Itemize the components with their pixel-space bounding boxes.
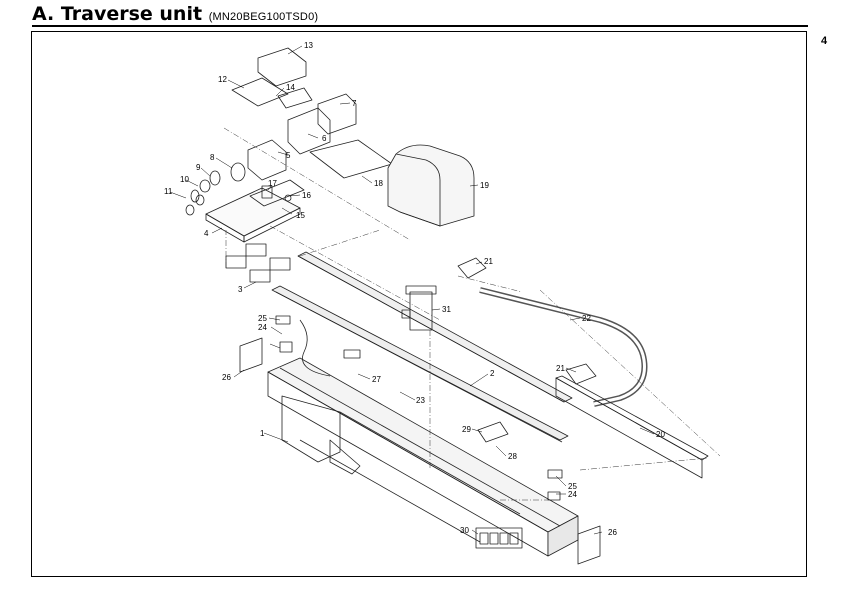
label-13: 13 <box>304 41 313 50</box>
label-23: 23 <box>416 396 425 405</box>
cover-plate-12 <box>231 77 289 107</box>
cable-chain <box>479 287 648 407</box>
label-26-left: 26 <box>222 373 231 382</box>
page-title: A. Traverse unit (MN20BEG100TSD0) <box>32 3 318 25</box>
page-number: 4 <box>821 35 828 47</box>
gear-housing <box>247 139 287 181</box>
label-21-upper: 21 <box>484 257 493 266</box>
label-25-lower: 25 <box>568 482 577 491</box>
label-17: 17 <box>268 179 277 188</box>
label-12: 12 <box>218 75 227 84</box>
label-19: 19 <box>480 181 489 190</box>
label-22: 22 <box>582 314 591 323</box>
rail-lower <box>271 285 569 441</box>
mounting-plate <box>309 139 393 179</box>
diagram-frame <box>31 31 807 577</box>
pulley <box>230 162 246 182</box>
label-25-upper: 25 <box>258 314 267 323</box>
label-24-lower: 24 <box>568 490 577 499</box>
label-31: 31 <box>442 305 451 314</box>
label-3: 3 <box>238 285 243 294</box>
label-18: 18 <box>374 179 383 188</box>
label-6: 6 <box>322 134 327 143</box>
label-11: 11 <box>164 187 173 196</box>
label-8: 8 <box>210 153 215 162</box>
stopper <box>279 341 293 353</box>
cover-plate-13 <box>257 47 307 87</box>
label-10: 10 <box>180 175 189 184</box>
title-rule <box>32 25 808 27</box>
base-leg <box>281 395 341 463</box>
label-4: 4 <box>204 229 209 238</box>
motor-cover <box>387 144 475 227</box>
rail-upper <box>297 251 573 403</box>
label-1: 1 <box>260 429 265 438</box>
label-26-right: 26 <box>608 528 617 537</box>
label-16: 16 <box>302 191 311 200</box>
label-30: 30 <box>460 526 469 535</box>
model-code: (MN20BEG100TSD0) <box>208 11 319 23</box>
label-5: 5 <box>286 151 291 160</box>
servo-motor <box>287 107 331 155</box>
display-panel <box>475 527 523 549</box>
title-text: A. Traverse unit <box>32 3 203 25</box>
label-15: 15 <box>296 211 305 220</box>
label-27: 27 <box>372 375 381 384</box>
label-28: 28 <box>508 452 517 461</box>
label-9: 9 <box>196 163 201 172</box>
label-2: 2 <box>490 369 495 378</box>
label-7: 7 <box>352 99 357 108</box>
label-14: 14 <box>286 83 295 92</box>
label-29: 29 <box>462 425 471 434</box>
label-21-lower: 21 <box>556 364 565 373</box>
label-24-upper: 24 <box>258 323 267 332</box>
linear-block <box>225 255 247 269</box>
label-20: 20 <box>656 430 665 439</box>
end-plate <box>239 337 263 373</box>
